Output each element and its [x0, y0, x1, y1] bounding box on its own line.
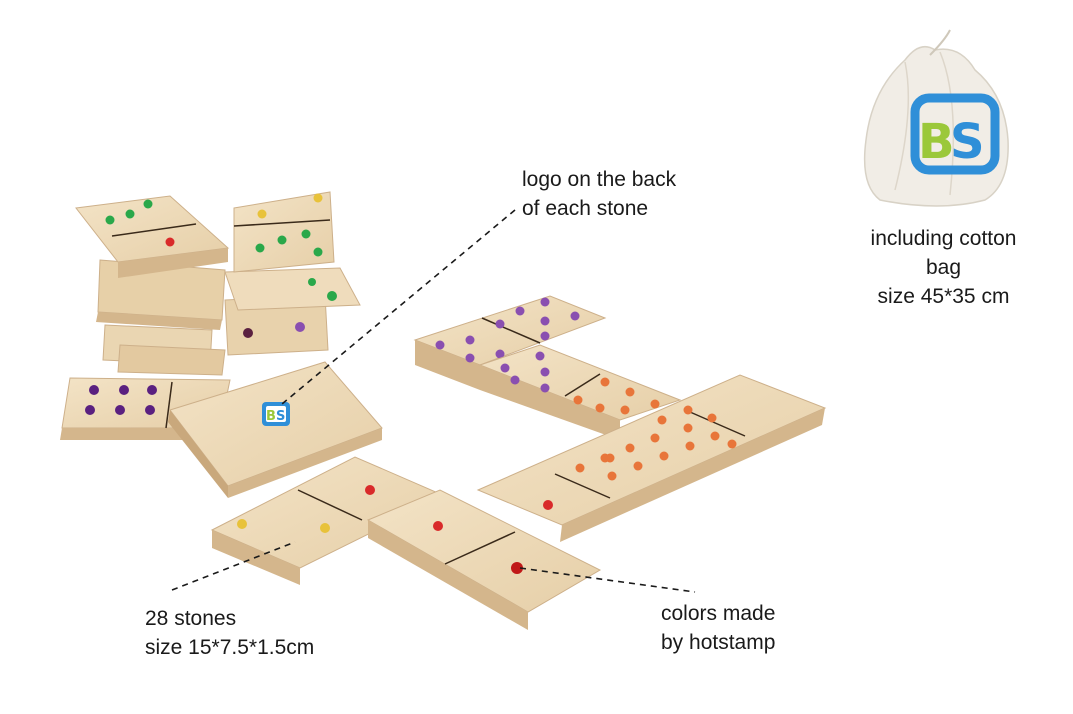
svg-text:S: S	[950, 114, 985, 170]
svg-text:B: B	[918, 114, 955, 170]
caption-bag: including cotton bag size 45*35 cm	[856, 224, 1031, 311]
caption-stones: 28 stones size 15*7.5*1.5cm	[145, 604, 314, 662]
domino-back-logo: B S	[262, 402, 290, 426]
caption-logo: logo on the back of each stone	[522, 165, 676, 223]
caption-logo-line1: logo on the back	[522, 168, 677, 191]
svg-text:B: B	[266, 409, 276, 424]
domino-chain	[210, 295, 827, 630]
leader-line-colors	[519, 567, 696, 593]
cotton-bag: B S	[863, 29, 1009, 207]
leader-line-stones	[171, 541, 296, 591]
caption-stones-line2: size 15*7.5*1.5cm	[145, 636, 315, 659]
caption-bag-line1: including cotton	[870, 227, 1017, 250]
caption-colors-line2: by hotstamp	[661, 631, 776, 654]
caption-colors-line1: colors made	[661, 602, 776, 625]
bag-logo: B S	[910, 93, 1000, 175]
caption-logo-line2: of each stone	[522, 197, 649, 220]
caption-stones-line1: 28 stones	[145, 607, 237, 630]
caption-bag-line2: bag	[925, 256, 962, 279]
caption-bag-line3: size 45*35 cm	[877, 285, 1010, 308]
caption-colors: colors made by hotstamp	[661, 599, 775, 657]
leader-lines	[171, 209, 696, 593]
svg-text:S: S	[276, 409, 285, 424]
domino-stack: B S	[60, 191, 383, 498]
